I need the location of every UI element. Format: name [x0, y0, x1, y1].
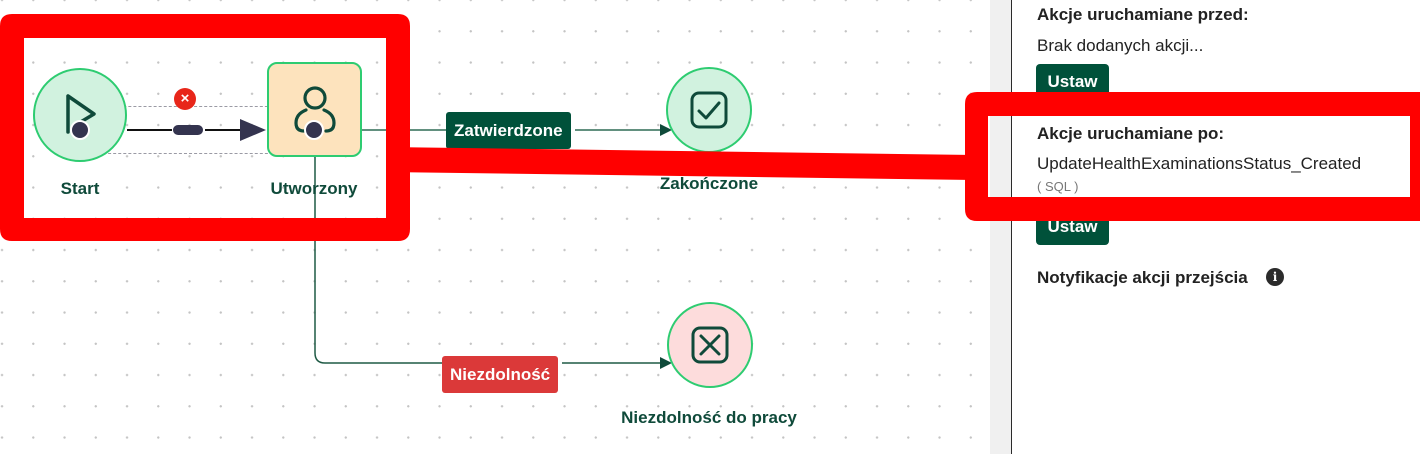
panel-divider[interactable]: [1011, 0, 1012, 454]
after-actions-value: UpdateHealthExaminationsStatus_Created: [1037, 154, 1362, 173]
workflow-canvas[interactable]: × Start Utworzony Zakończone Niezdolność…: [0, 0, 990, 454]
node-start-label: Start: [60, 179, 100, 198]
after-actions-heading: Akcje uruchamiane po:: [1037, 124, 1225, 143]
node-incapacity[interactable]: [667, 302, 753, 388]
node-done[interactable]: [666, 67, 752, 153]
edge-label-approved[interactable]: Zatwierdzone: [446, 112, 571, 149]
node-created-label: Utworzony: [270, 179, 358, 198]
node-start-connection-handle[interactable]: [70, 120, 90, 140]
properties-panel: Akcje uruchamiane przed: Brak dodanych a…: [1012, 0, 1420, 454]
set-after-actions-button[interactable]: Ustaw: [1036, 209, 1109, 245]
set-before-actions-button[interactable]: Ustaw: [1036, 64, 1109, 100]
node-incapacity-label: Niezdolność do pracy: [621, 408, 797, 427]
edge-label-incapacity[interactable]: Niezdolność: [442, 356, 559, 393]
edge-created-incapacity[interactable]: [314, 157, 442, 364]
notifications-heading: Notyfikacje akcji przejścia: [1037, 268, 1248, 287]
info-icon[interactable]: i: [1266, 268, 1284, 286]
delete-edge-button[interactable]: ×: [174, 88, 196, 110]
node-start[interactable]: [33, 68, 127, 162]
panel-gutter: [990, 0, 1011, 454]
node-created[interactable]: [267, 62, 362, 157]
checkbox-x-icon: [691, 326, 729, 364]
before-actions-value: Brak dodanych akcji...: [1037, 36, 1204, 55]
node-done-label: Zakończone: [659, 174, 759, 193]
before-actions-heading: Akcje uruchamiane przed:: [1037, 5, 1249, 24]
node-created-connection-handle[interactable]: [304, 120, 324, 140]
checkbox-check-icon: [690, 91, 728, 129]
after-actions-type: ( SQL ): [1037, 179, 1079, 194]
